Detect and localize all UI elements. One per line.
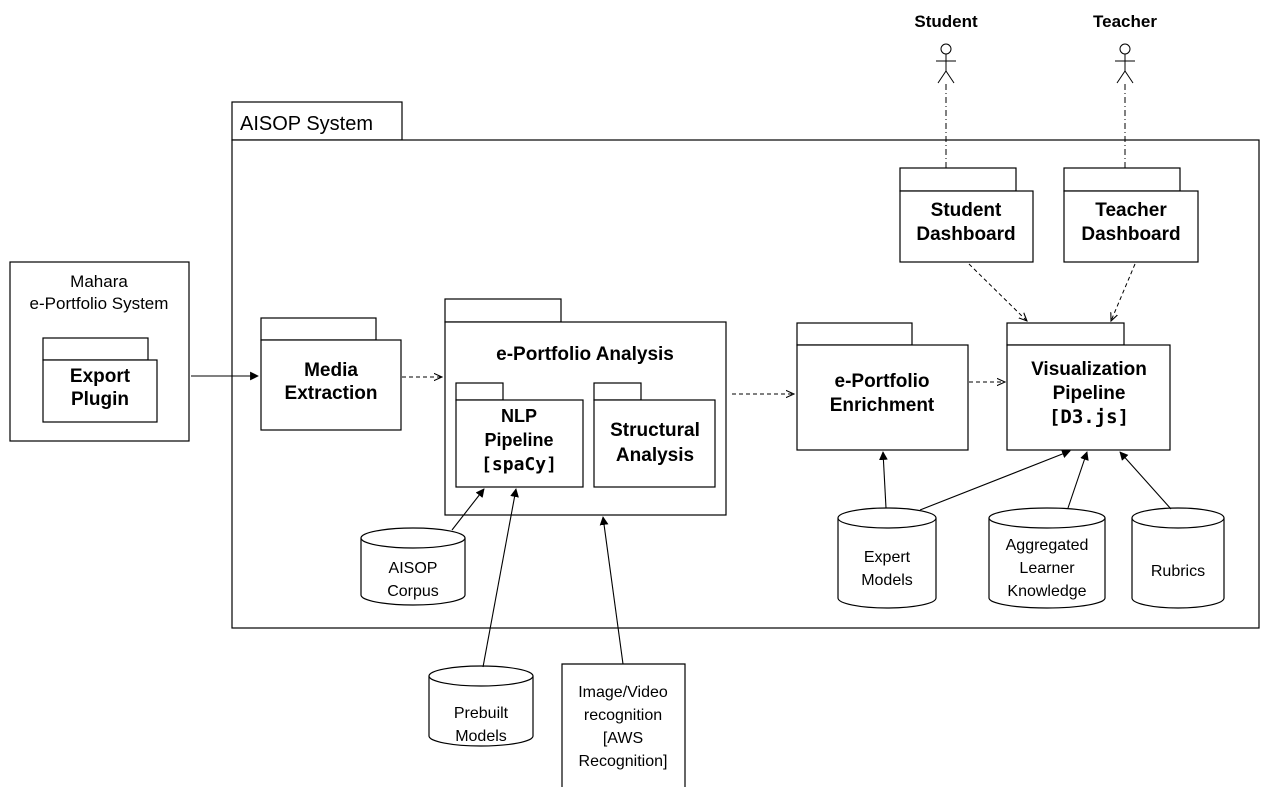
teacher-actor-icon (1115, 43, 1135, 84)
image-video-recognition-line2: recognition (584, 707, 662, 724)
image-video-recognition-line4: Recognition] (579, 753, 668, 770)
expert-models-line1: Expert (864, 549, 911, 566)
aggregated-learner-knowledge-line3: Knowledge (1007, 583, 1086, 600)
visualization-pipeline-line2: Pipeline (1053, 383, 1126, 404)
structural-analysis-line2: Analysis (616, 445, 694, 466)
eportfolio-analysis-package: e-Portfolio Analysis NLP Pipeline [spaCy… (444, 298, 727, 516)
expert-models-line2: Models (861, 572, 913, 589)
aisop-corpus-to-nlp-arrow (451, 488, 485, 531)
aisop-corpus-line1: AISOP (389, 560, 438, 577)
prebuilt-models-line2: Models (455, 728, 507, 745)
structural-analysis-package: Structural Analysis (593, 382, 716, 488)
teacher-dashboard-line1: Teacher (1095, 200, 1167, 221)
rubrics-to-visualization-arrow (1119, 451, 1172, 510)
aggregated-knowledge-to-visualization-arrow (1067, 451, 1089, 509)
aggregated-learner-knowledge-line2: Learner (1019, 560, 1075, 577)
prebuilt-models-line1: Prebuilt (454, 705, 509, 722)
aggregated-learner-knowledge-datastore: Aggregated Learner Knowledge (988, 507, 1106, 609)
student-actor: Student (914, 12, 978, 84)
eportfolio-enrichment-package: e-Portfolio Enrichment (796, 322, 969, 451)
nlp-pipeline-line2: Pipeline (484, 430, 553, 450)
recognition-to-analysis-arrow (599, 516, 624, 665)
media-extraction-line2: Extraction (285, 383, 378, 404)
eportfolio-enrichment-line2: Enrichment (830, 395, 935, 416)
export-plugin-line1: Export (70, 366, 131, 387)
prebuilt-models-to-nlp-arrow (482, 488, 519, 668)
expert-models-to-visualization-arrow (919, 449, 1071, 511)
image-video-recognition-component: Image/Video recognition [AWS Recognition… (561, 663, 686, 787)
student-actor-icon (936, 43, 956, 84)
mahara-system: Mahara e-Portfolio System Export Plugin (9, 261, 190, 442)
nlp-pipeline-line1: NLP (501, 406, 537, 426)
nlp-pipeline-package: NLP Pipeline [spaCy] (455, 382, 584, 488)
student-actor-label: Student (914, 12, 978, 31)
teacher-actor-label: Teacher (1093, 12, 1157, 31)
eportfolio-analysis-title: e-Portfolio Analysis (496, 344, 674, 365)
student-dashboard-line2: Dashboard (916, 224, 1015, 245)
aggregated-learner-knowledge-line1: Aggregated (1006, 537, 1089, 554)
mahara-title-line2: e-Portfolio System (30, 294, 169, 313)
student-dashboard-line1: Student (931, 200, 1002, 221)
visualization-pipeline-line1: Visualization (1031, 359, 1147, 380)
image-video-recognition-line3: [AWS (603, 730, 643, 747)
teacher-dashboard-line2: Dashboard (1081, 224, 1180, 245)
student-dashboard-package: Student Dashboard (899, 167, 1034, 263)
structural-analysis-line1: Structural (610, 420, 700, 441)
prebuilt-models-datastore: Prebuilt Models (428, 665, 534, 747)
expert-models-datastore: Expert Models (837, 507, 937, 609)
export-plugin-line2: Plugin (71, 389, 129, 410)
rubrics-datastore: Rubrics (1131, 507, 1225, 609)
mahara-title-line1: Mahara (70, 272, 128, 291)
visualization-pipeline-line3: [D3.js] (1049, 406, 1129, 428)
aisop-corpus-datastore: AISOP Corpus (360, 527, 466, 606)
visualization-pipeline-package: Visualization Pipeline [D3.js] (1006, 322, 1171, 451)
aisop-system-label: AISOP System (240, 113, 373, 135)
image-video-recognition-line1: Image/Video (578, 684, 668, 701)
media-extraction-package: Media Extraction (260, 317, 402, 431)
export-plugin-package: Export Plugin (42, 337, 158, 423)
teacher-dashboard-to-visualization-arrow (1111, 263, 1136, 321)
media-extraction-line1: Media (304, 360, 358, 381)
rubrics-label: Rubrics (1151, 563, 1205, 580)
eportfolio-enrichment-line1: e-Portfolio (835, 371, 930, 392)
teacher-actor: Teacher (1093, 12, 1157, 84)
expert-models-to-enrichment-arrow (879, 451, 888, 509)
nlp-pipeline-line3: [spaCy] (481, 454, 557, 475)
aisop-corpus-line2: Corpus (387, 583, 439, 600)
teacher-dashboard-package: Teacher Dashboard (1063, 167, 1199, 263)
